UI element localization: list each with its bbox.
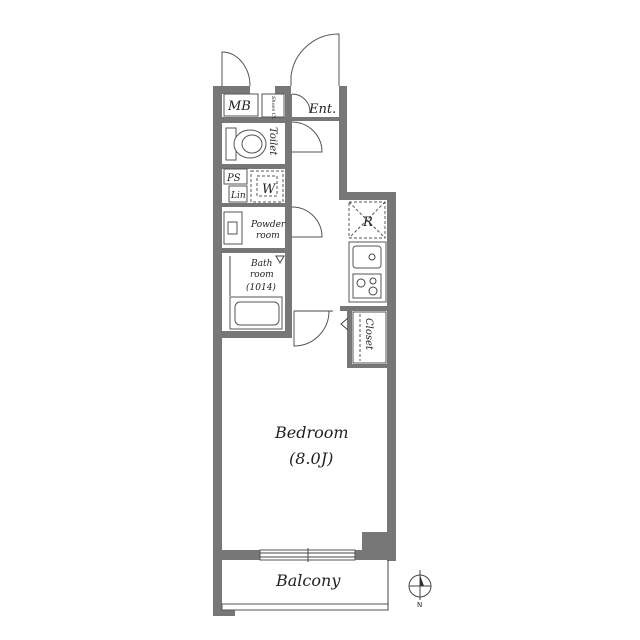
washer-label: W <box>262 182 277 197</box>
bath-size-label: (1014) <box>246 282 276 293</box>
toilet-label: Toilet <box>267 127 278 156</box>
ps-label: PS <box>226 173 241 184</box>
linen-box <box>228 185 248 203</box>
bath-triangle <box>275 255 285 265</box>
balcony-sliding-window[interactable] <box>259 548 356 562</box>
ps-box <box>223 168 248 185</box>
north-wall-mid <box>275 86 291 94</box>
compass-north-arrow: N <box>408 570 432 609</box>
north-wall-left <box>213 86 250 94</box>
shoe-closet-label: Shoes Cl. <box>270 96 276 120</box>
burner-2 <box>368 286 378 296</box>
burner-1 <box>356 278 366 288</box>
north-label: N <box>417 601 422 609</box>
toilet-divider <box>222 164 286 169</box>
kitchen-sink <box>352 245 382 269</box>
refrigerator-label: R <box>362 215 373 230</box>
compass-pointer-icon <box>420 575 424 586</box>
powder-door-swing[interactable] <box>291 206 323 238</box>
closet-door-mark[interactable] <box>340 317 349 331</box>
east-wall-lower <box>387 192 396 561</box>
closet-north-wall <box>340 306 388 311</box>
bath-divider <box>222 248 286 253</box>
south-wall-left <box>213 550 260 560</box>
entry-door-right-swing[interactable] <box>290 33 340 86</box>
powder-divider <box>222 203 286 207</box>
closet-west-wall <box>347 306 352 368</box>
closet-interior <box>352 311 387 364</box>
south-wall-right <box>355 550 396 560</box>
east-step-wall <box>339 192 396 200</box>
sink-basin <box>227 221 238 235</box>
washer-pan <box>256 175 278 197</box>
closet-label: Closet <box>363 318 374 351</box>
powder-label-1: Powder <box>250 220 286 230</box>
balcony-bottom-wall-left <box>213 610 235 616</box>
stove <box>352 273 382 299</box>
interior-walls <box>213 94 388 368</box>
west-wall <box>213 86 222 616</box>
refrigerator-space <box>348 201 386 239</box>
shoe-closet <box>261 93 285 118</box>
kitchen-sink-drain <box>368 253 376 261</box>
burner-3 <box>369 277 377 285</box>
balcony-label: Balcony <box>275 571 341 590</box>
bathtub-inner <box>234 301 280 326</box>
bedroom-label: Bedroom <box>274 423 349 442</box>
bedroom-size-label: (8.0J) <box>289 449 333 468</box>
mb-label: MB <box>227 99 251 114</box>
wet-core-south-wall <box>213 331 292 338</box>
balcony <box>213 560 389 616</box>
linen-label: Lin <box>230 191 246 201</box>
bath-label-2: room <box>250 270 274 280</box>
entrance-inner-swing[interactable] <box>291 93 311 113</box>
wet-core-east-wall <box>285 94 292 338</box>
entrance-step <box>292 117 339 121</box>
entrance-doors[interactable] <box>221 33 340 87</box>
bath-label-1: Bath <box>250 259 272 269</box>
balcony-west-wall <box>213 560 222 616</box>
closet-south-wall <box>347 364 388 368</box>
mb-box <box>223 93 259 117</box>
toilet-fixture <box>225 127 267 161</box>
entry-door-left-swing[interactable] <box>221 51 251 87</box>
mb-divider <box>222 117 286 123</box>
toilet-door-swing[interactable] <box>291 121 323 153</box>
bedroom-door-swing[interactable] <box>293 310 330 347</box>
powder-label-2: room <box>256 231 280 241</box>
exterior-walls <box>213 86 396 616</box>
refrigerator-cross-2 <box>348 201 386 239</box>
balcony-rail <box>221 603 389 611</box>
bedroom-corner-column <box>362 532 388 554</box>
entrance-label: Ent. <box>308 102 336 117</box>
toilet-seat <box>241 134 263 154</box>
washer-space <box>250 170 284 203</box>
east-wall-upper <box>339 86 347 198</box>
